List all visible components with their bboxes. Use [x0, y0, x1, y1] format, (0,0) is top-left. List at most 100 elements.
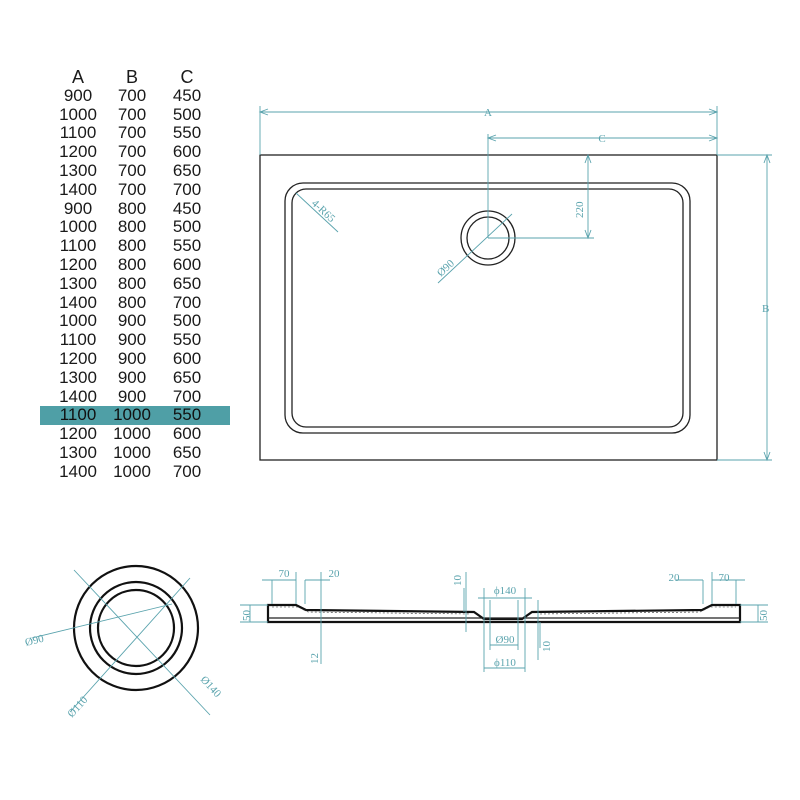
table-cell: 1300 — [59, 367, 97, 387]
table-cell: 1100 — [59, 236, 97, 256]
table-cell: 500 — [172, 217, 202, 237]
section-view: 70 20 20 70 50 50 10 10 12 ϕ140 Ø90 ϕ110 — [240, 568, 770, 672]
table-cell: 1200 — [59, 254, 97, 274]
drain-ring-90 — [96, 588, 176, 668]
dim-label-a: A — [484, 107, 492, 119]
table-cell: 650 — [172, 273, 202, 293]
label-phi140: ϕ140 — [494, 585, 517, 597]
table-cell: 700 — [172, 292, 202, 312]
table-cell: 1200 — [59, 348, 97, 368]
arrow-b-top — [763, 153, 771, 164]
table-cell: 1300 — [59, 442, 97, 462]
header-a: A — [71, 67, 84, 87]
arrow-b-bottom — [763, 451, 771, 462]
label-d140: Ø140 — [198, 674, 224, 700]
table-cell: 700 — [117, 160, 147, 180]
label-left-20: 20 — [329, 568, 341, 580]
table-cell: 700 — [172, 179, 202, 199]
table-cell: 800 — [117, 198, 147, 218]
table-row: 1100 700 550 — [40, 124, 230, 143]
drain-ring-110 — [88, 580, 184, 676]
table-cell: 900 — [117, 330, 147, 350]
table-cell: 1200 — [59, 424, 97, 444]
tray-basin-inner — [291, 188, 684, 428]
label-height-left: 50 — [241, 610, 253, 622]
header-b: B — [125, 67, 138, 87]
table-cell: 1000 — [113, 461, 151, 481]
label-right-70: 70 — [719, 572, 731, 584]
label-right-20: 20 — [669, 572, 681, 584]
table-cell: 700 — [172, 386, 202, 406]
table-row: 1200 1000 600 — [40, 424, 230, 444]
table-cell: 900 — [117, 386, 147, 406]
top-view: A C B 220 4-R65 Ø90 — [258, 106, 772, 462]
table-cell: 700 — [172, 461, 202, 481]
dim-label-c: C — [598, 133, 605, 145]
label-floor-depth: 12 — [309, 653, 321, 664]
table-cell: 1000 — [113, 424, 151, 444]
table-cell: 900 — [117, 367, 147, 387]
label-center-top: 10 — [452, 575, 464, 587]
tray-section-profile — [266, 603, 742, 624]
tray-basin-outer — [284, 182, 691, 434]
table-cell: 1400 — [59, 292, 97, 312]
table-cell: 1200 — [59, 142, 97, 162]
table-cell: 800 — [117, 273, 147, 293]
table-cell: 900 — [117, 348, 147, 368]
label-d90-section: Ø90 — [496, 634, 515, 646]
table-cell: 700 — [117, 104, 147, 124]
drain-detail-view: Ø90 Ø110 Ø140 — [24, 564, 224, 720]
table-cell: 800 — [117, 254, 147, 274]
leader-radius — [295, 192, 339, 233]
table-cell: 450 — [172, 85, 202, 105]
table-cell: 1100 — [59, 123, 97, 143]
header-c: C — [180, 67, 194, 87]
arrow-a-right — [708, 108, 719, 116]
table-row: 1400 800 700 — [40, 292, 230, 313]
table-cell: 550 — [172, 236, 202, 256]
label-phi110: ϕ110 — [494, 657, 516, 669]
table-cell: 600 — [172, 254, 202, 274]
arrow-c-left — [486, 134, 497, 142]
table-cell: 700 — [117, 85, 147, 105]
table-cell: 1300 — [59, 160, 97, 180]
arrow-a-left — [258, 108, 269, 116]
dim-label-220: 220 — [574, 201, 586, 218]
arrow-220-bottom — [584, 229, 592, 240]
table-cell: 1400 — [59, 179, 97, 199]
leader-d90 — [31, 603, 173, 639]
label-left-70: 70 — [279, 568, 291, 580]
table-cell: 550 — [172, 123, 202, 143]
leader-d110 — [69, 577, 191, 713]
arrow-220-top — [584, 153, 592, 164]
dim-label-b: B — [762, 303, 769, 315]
table-cell: 550 — [172, 330, 202, 350]
table-cell: 700 — [117, 123, 147, 143]
table-cell: 600 — [172, 424, 202, 444]
tray-outline — [259, 154, 718, 461]
table-cell: 1000 — [59, 311, 97, 331]
table-cell: 1000 — [113, 442, 151, 462]
label-d90: Ø90 — [24, 633, 46, 649]
table-cell: 500 — [172, 311, 202, 331]
table-row: 1300 800 650 — [40, 273, 230, 294]
table-cell: 1300 — [59, 273, 97, 293]
leader-d140 — [73, 569, 211, 716]
table-header-row: A B C — [40, 68, 230, 87]
table-cell: 800 — [117, 292, 147, 312]
table-cell: 700 — [117, 142, 147, 162]
